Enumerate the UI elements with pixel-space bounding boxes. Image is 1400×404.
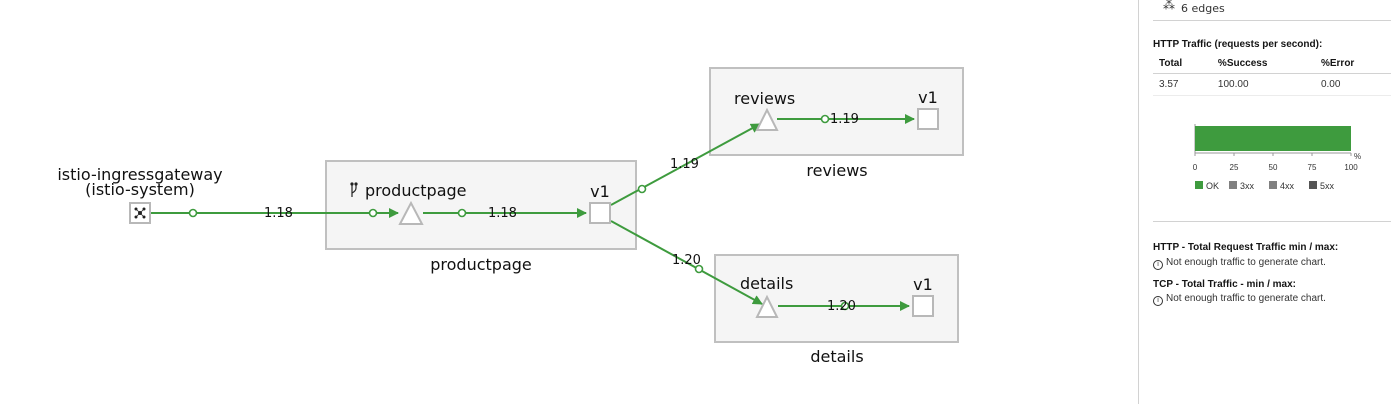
productpage-box-label: productpage (430, 255, 532, 274)
edge-dot (457, 208, 467, 218)
tick-label: 75 (1308, 163, 1317, 172)
table-header: %Error (1314, 53, 1391, 74)
branch-icon (350, 182, 358, 197)
edge-dot (694, 264, 704, 274)
legend-swatch-5xx (1309, 181, 1317, 189)
table-cell: 0.00 (1314, 73, 1391, 96)
reviews-v1-label: v1 (918, 88, 938, 107)
productpage-service-label: productpage (365, 181, 467, 200)
edge-dot (188, 208, 198, 218)
table-header: %Success (1211, 53, 1315, 74)
edges-count: 6 edges (1181, 2, 1225, 15)
graph-canvas[interactable]: 1.18 1.18 1.19 1.19 1.20 1.20 istio-ingr… (0, 0, 1138, 404)
edge-dot (840, 301, 850, 311)
http-status-chart: 0 25 50 75 100% OK 3xx 4xx 5xx (1169, 112, 1399, 202)
edge-label-ingress-productpage: 1.18 (264, 206, 293, 221)
topology-icon: ⁂ (1163, 0, 1175, 12)
details-v1-label: v1 (913, 275, 933, 294)
tcp-total-traffic-text: Not enough traffic to generate chart. (1166, 293, 1326, 304)
http-traffic-table: Total %Success %Error 3.57 100.00 0.00 (1153, 53, 1391, 96)
edge-dot (637, 184, 647, 194)
info-icon: i (1153, 260, 1163, 270)
ingress-name-label: istio-ingressgateway (57, 165, 222, 184)
legend-swatch-3xx (1229, 181, 1237, 189)
tick-label: 100 (1344, 163, 1358, 172)
unit-label: % (1354, 152, 1361, 161)
side-panel: ⁂ 6 edges HTTP Traffic (requests per sec… (1138, 0, 1400, 404)
legend-label-4xx: 4xx (1280, 181, 1295, 191)
productpage-service-node[interactable] (398, 200, 424, 225)
reviews-v1-node[interactable] (917, 108, 939, 130)
legend-label-5xx: 5xx (1320, 181, 1335, 191)
http-traffic-title: HTTP Traffic (requests per second): (1153, 39, 1323, 50)
table-cell: 3.57 (1153, 73, 1212, 96)
tick-label: 0 (1193, 163, 1198, 172)
edge-label-reviews-v1: 1.19 (830, 112, 859, 127)
legend-label-3xx: 3xx (1240, 181, 1255, 191)
reviews-service-label: reviews (734, 89, 795, 108)
edge-productpage-reviews[interactable] (610, 123, 761, 206)
legend-swatch-ok (1195, 181, 1203, 189)
tick-label: 25 (1230, 163, 1239, 172)
productpage-v1-node[interactable] (589, 202, 611, 224)
tcp-total-traffic-title: TCP - Total Traffic - min / max: (1153, 279, 1296, 290)
tick-label: 50 (1269, 163, 1278, 172)
edges-summary: ⁂ 6 edges (1153, 0, 1391, 21)
table-cell: 100.00 (1211, 73, 1315, 96)
edge-productpage-details[interactable] (610, 220, 763, 305)
reviews-box-label: reviews (806, 161, 867, 180)
http-status-chart-svg: 0 25 50 75 100% OK 3xx 4xx 5xx (1193, 124, 1361, 191)
topology-icon (134, 207, 146, 219)
reviews-service-node[interactable] (755, 107, 779, 131)
divider (1153, 221, 1391, 222)
edge-dot (368, 208, 378, 218)
edge-label-productpage-details: 1.20 (672, 253, 701, 268)
legend-label-ok: OK (1206, 181, 1219, 191)
table-header-row: Total %Success %Error (1153, 53, 1391, 74)
details-service-label: details (740, 274, 793, 293)
edge-label-productpage-v1: 1.18 (488, 206, 517, 221)
details-box-label: details (810, 347, 863, 366)
http-total-traffic-title: HTTP - Total Request Traffic min / max: (1153, 242, 1339, 253)
info-icon: i (1153, 296, 1163, 306)
details-service-node[interactable] (755, 294, 779, 318)
table-row: 3.57 100.00 0.00 (1153, 73, 1391, 96)
productpage-box[interactable] (325, 160, 637, 250)
details-v1-node[interactable] (912, 295, 934, 317)
edge-dot (820, 114, 830, 124)
productpage-v1-label: v1 (590, 182, 610, 201)
ingress-namespace-label: (istio-system) (85, 180, 195, 199)
edge-label-productpage-reviews: 1.19 (670, 157, 699, 172)
http-total-traffic-text: Not enough traffic to generate chart. (1166, 257, 1326, 268)
table-header: Total (1153, 53, 1212, 74)
legend-swatch-4xx (1269, 181, 1277, 189)
service-graph[interactable]: 1.18 1.18 1.19 1.19 1.20 1.20 istio-ingr… (0, 0, 1138, 404)
bar-ok (1195, 126, 1351, 151)
edge-label-details-v1: 1.20 (827, 299, 856, 314)
